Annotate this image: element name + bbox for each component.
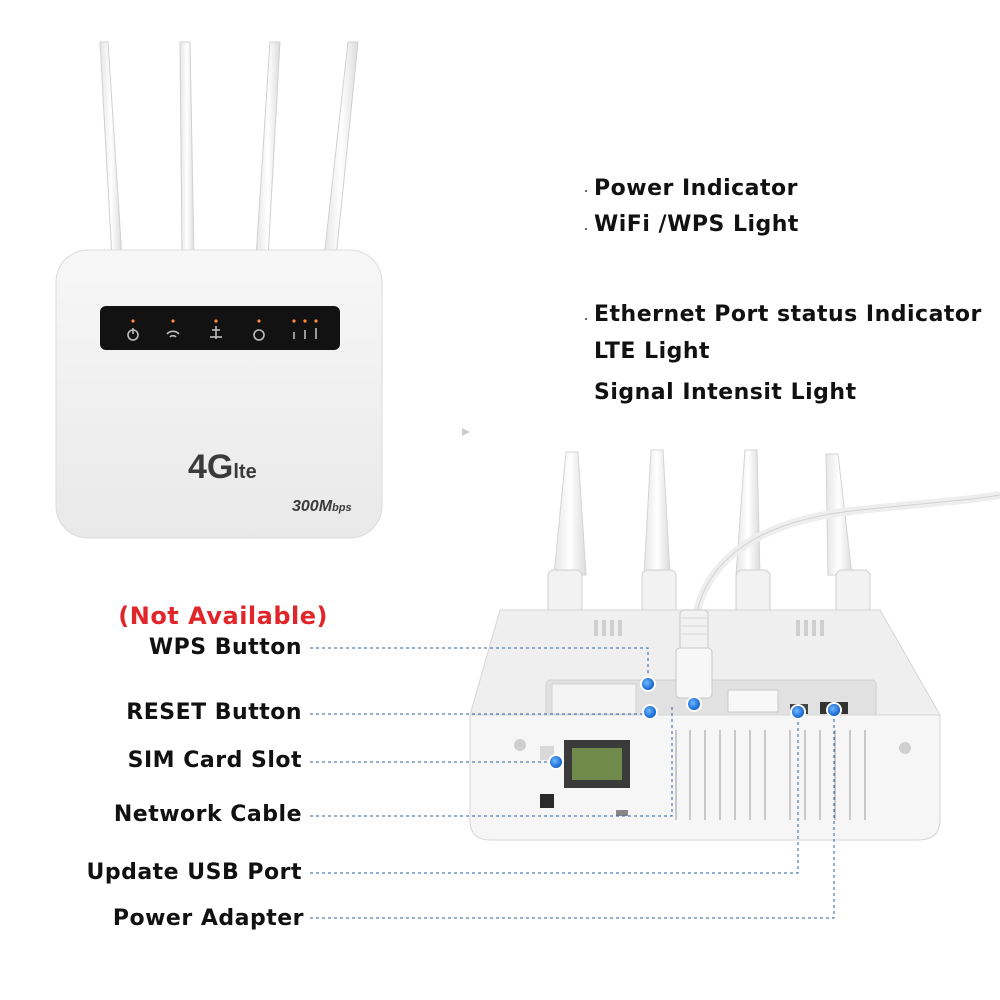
wps-button-hotspot	[642, 678, 654, 690]
network-cable-connector	[675, 609, 713, 699]
ethernet-status-label: Ethernet Port status Indicator	[594, 302, 982, 327]
leader-lines	[310, 647, 835, 919]
wps-button-label: WPS Button	[148, 635, 302, 660]
network-cable-hotspot	[688, 698, 700, 710]
power-indicator-label: Power Indicator	[594, 176, 798, 201]
reset-button-hotspot	[644, 706, 656, 718]
reset-button-label: RESET Button	[126, 700, 302, 725]
top-router-antennas	[99, 41, 359, 259]
router-speed-unit: bps	[332, 502, 352, 514]
router-speed-badge: 300Mbps	[292, 498, 352, 516]
router-speed-main: 300M	[292, 498, 333, 515]
power-port-hotspot	[828, 704, 840, 716]
top-router-body	[55, 249, 383, 539]
sim-card-slot-hotspot	[550, 756, 562, 768]
update-usb-port-label: Update USB Port	[86, 860, 302, 885]
lte-light-label: LTE Light	[594, 339, 711, 364]
router-logo: 4Glte	[188, 448, 257, 487]
usb-port-hotspot	[792, 706, 804, 718]
signal-intensity-label: Signal Intensit Light	[594, 380, 857, 405]
router-logo-sub: lte	[233, 461, 257, 483]
wifi-wps-light-label: WiFi /WPS Light	[594, 212, 799, 237]
power-adapter-label: Power Adapter	[112, 906, 304, 931]
not-available-note: (Not Available)	[118, 602, 328, 630]
sim-card-slot-label: SIM Card Slot	[127, 748, 302, 773]
router-logo-main: 4G	[188, 448, 234, 486]
network-cable-label: Network Cable	[113, 802, 302, 827]
